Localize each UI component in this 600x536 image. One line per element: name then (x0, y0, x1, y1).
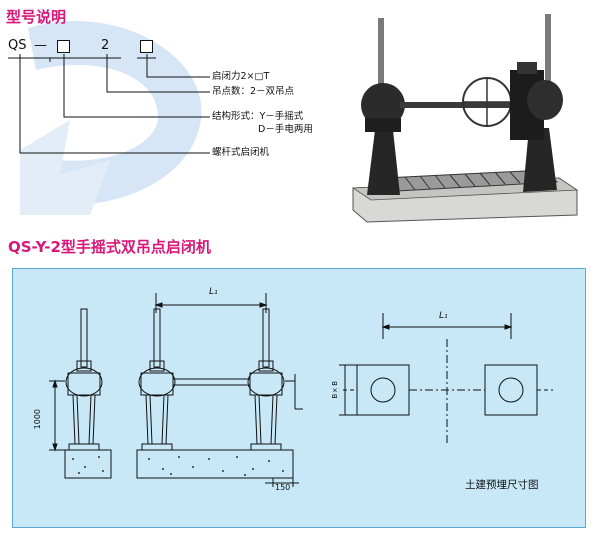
legend-hoist-type: 螺杆式启闭机 (212, 147, 270, 158)
legend-structure-manual: 结构形式：Y－手摇式 (212, 111, 304, 122)
dim-span2-label: L₁ (439, 311, 448, 321)
legend-lift-points: 吊点数：2－双吊点 (212, 86, 295, 97)
model-box-force (140, 40, 153, 53)
legend-structure-dual: D－手电两用 (258, 124, 313, 135)
model-explanation-title: 型号说明 (6, 8, 67, 26)
drawing-caption: 土建预埋尺寸图 (465, 479, 539, 491)
dim-base-label: 150 (275, 483, 291, 492)
dim-height-label: 1000 (33, 409, 42, 430)
section-title: QS-Y-2型手摇式双吊点启闭机 (8, 238, 211, 256)
watermark-logo (20, 20, 202, 215)
model-points: 2 (101, 38, 110, 53)
model-box-structure (57, 40, 70, 53)
drawing-panel: L₁ 1000 150 L₁ B×B 土建预埋尺寸图 (12, 268, 586, 528)
dim-square-label: B×B (331, 381, 339, 399)
model-leader-lines (8, 54, 210, 154)
legend-force: 启闭力2×□T (212, 71, 270, 82)
dim-span-label: L₁ (209, 287, 218, 297)
model-dash: — (34, 38, 47, 53)
hoist-product-photo (345, 10, 585, 225)
model-prefix: QS (8, 38, 27, 53)
hoist-drawing (49, 293, 553, 487)
